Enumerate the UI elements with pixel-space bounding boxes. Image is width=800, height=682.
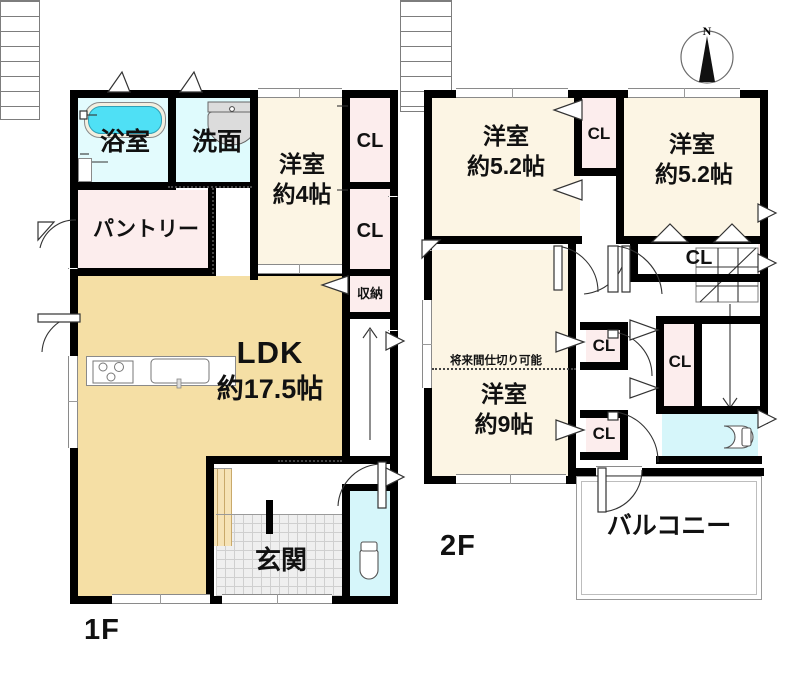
door-cl-hall-bottom (629, 377, 660, 399)
stove-icon (92, 360, 134, 384)
label-cl-mid-top: CL (592, 336, 616, 355)
wall-1f-right (390, 90, 398, 604)
staircase-1f (0, 0, 40, 120)
door-2f-east-upper (757, 203, 778, 223)
door-storage (320, 275, 349, 295)
label-room4-size: 約4帖 (272, 181, 332, 207)
door-2f-east-stair (757, 253, 778, 273)
door-cl-mid-top (607, 329, 653, 377)
door-2f-east-lower (757, 409, 778, 429)
floor-tag-2f: 2F (440, 530, 476, 562)
bathtub-icon (88, 106, 162, 134)
label-room52nw-size: 約5.2帖 (467, 153, 545, 179)
window-ldk-south (112, 594, 210, 604)
future-partition-line (432, 368, 576, 370)
label-cl-mid-bot: CL (592, 424, 616, 443)
bath-faucet-icon (79, 110, 97, 120)
floor-plan-1f: 浴室 洗面 パントリー 洋室 約4帖 CL CL 収納 LDK 約17.5帖 玄… (0, 0, 406, 646)
label-room52ne-title: 洋室 (669, 131, 715, 157)
label-room52ne-size: 約5.2帖 (655, 161, 733, 187)
toilet-icon (359, 541, 379, 580)
door-room9-hall (553, 245, 599, 293)
room-western-9 (432, 250, 576, 476)
door-hall-east (385, 467, 406, 487)
floor-tag-1f: 1F (84, 614, 120, 646)
stair-up-arrow-1f (362, 327, 378, 440)
door-cl-nw-bottom (552, 179, 583, 201)
label-room52nw-title: 洋室 (483, 123, 529, 149)
label-entrance: 玄関 (254, 545, 307, 575)
label-ldk-size: 約17.5帖 (216, 374, 324, 404)
door-cl-ne-right (712, 223, 752, 243)
closet-storage-1f (350, 276, 390, 316)
wall-2f-mid-vert (568, 244, 576, 484)
label-storage-1f: 収納 (356, 286, 383, 301)
stair-well-1f (346, 316, 390, 462)
door-pantry-west (37, 219, 77, 249)
label-bathroom: 浴室 (99, 128, 150, 156)
label-cl-hall: CL (668, 352, 692, 371)
door-cl-ne-left (650, 223, 690, 243)
entrance-step (266, 500, 273, 534)
compass-north-icon: N (676, 24, 738, 86)
door-ldk-west (37, 313, 81, 353)
label-room4-title: 洋室 (279, 151, 325, 177)
door-washroom-window (178, 70, 203, 93)
window-ldk-west (68, 356, 78, 448)
closet-cl-hall (662, 322, 698, 406)
room-western-52-nw (432, 98, 580, 242)
closet-cl-upper-1f (350, 98, 390, 182)
cl-handle-upper-1f (337, 105, 348, 107)
wall-2f-top (424, 90, 768, 98)
label-future-partition: 将来間仕切り可能 (450, 355, 542, 367)
room-western-52-ne (624, 98, 760, 242)
hall-2f-upper (582, 176, 616, 242)
door-bathroom-window (106, 70, 131, 93)
room-western-4 (258, 98, 346, 270)
kitchen-sink-icon (150, 358, 210, 389)
label-room9-size: 約9帖 (474, 411, 534, 437)
window-room4-north (258, 88, 342, 98)
floor-plan-2f: 洋室 約5.2帖 CL 洋室 約5.2帖 CL 将来間仕切り可能 洋室 約9帖 … (400, 0, 800, 682)
door-cl-mid-bot-arrow (555, 419, 586, 441)
label-cl-ne: CL (685, 247, 713, 269)
room-balcony (576, 476, 762, 600)
door-toilet-2f (607, 411, 659, 463)
wall-1f-top (70, 90, 398, 98)
door-stair-east (385, 331, 406, 351)
door-toilet-1f (337, 461, 387, 509)
bath-fixture-box (78, 158, 92, 182)
shoe-cabinet (210, 468, 232, 546)
opening-room4-south (258, 264, 342, 274)
room-pantry (78, 190, 214, 270)
wall-1f-left (70, 90, 78, 604)
label-balcony: バルコニー (606, 512, 732, 540)
cl-handle-lower-1f (337, 189, 348, 191)
wall-2f-left (424, 90, 432, 484)
room-entrance (216, 514, 346, 596)
compass-north-label: N (702, 24, 712, 38)
label-washroom: 洗面 (191, 128, 242, 156)
label-cl-upper-1f: CL (356, 130, 384, 152)
door-cl-hall-top (629, 319, 660, 341)
label-cl-nw: CL (587, 124, 611, 143)
door-balcony-swing (597, 467, 643, 513)
door-room52ne (607, 245, 663, 295)
door-cl-mid-top-arrow (555, 331, 586, 353)
label-cl-lower-1f: CL (356, 220, 384, 242)
window-2f-room9-south (456, 474, 566, 484)
closet-cl-lower-1f (350, 188, 390, 270)
label-ldk-title: LDK (236, 335, 304, 370)
room-ldk-lower (78, 462, 210, 596)
door-cl-nw-top (552, 99, 583, 121)
label-room9-title: 洋室 (481, 381, 527, 407)
door-room9-west-corner (421, 239, 442, 260)
balcony-inner-rail (581, 481, 757, 595)
closet-cl-mid-bot (586, 418, 622, 456)
closet-cl-nw (582, 98, 616, 174)
label-pantry: パントリー (92, 218, 200, 241)
wall-2f-balcony-top (568, 468, 764, 476)
balcony-door[interactable] (596, 466, 642, 476)
toilet-icon-2f (723, 425, 754, 449)
